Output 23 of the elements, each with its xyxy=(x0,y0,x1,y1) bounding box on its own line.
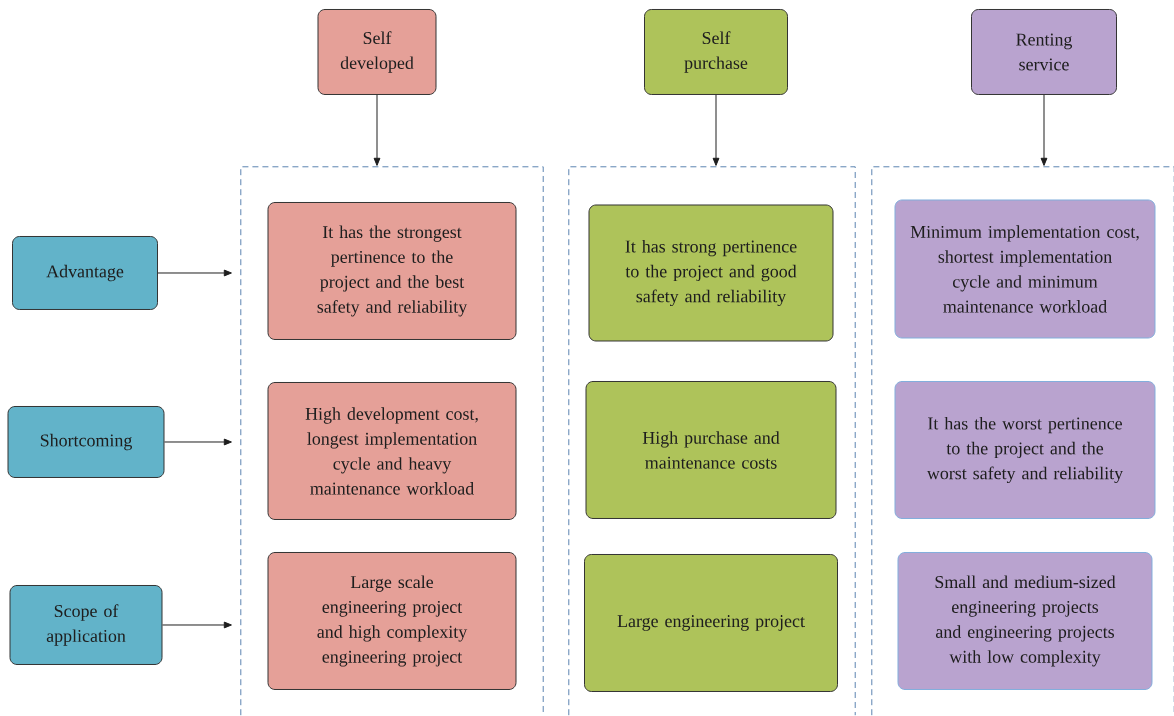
arrow xyxy=(712,94,720,166)
content-box: High development cost, longest implementation cycle and heavy maintenance workload xyxy=(267,382,517,520)
header-box: Self purchase xyxy=(644,9,788,95)
row-label-box: Advantage xyxy=(12,236,158,310)
content-box: It has the worst pertinence to the project and the worst safety and reliability xyxy=(894,381,1156,519)
row-label-box: Shortcoming xyxy=(7,406,165,478)
header-box: Self developed xyxy=(317,9,437,95)
arrow xyxy=(1040,94,1048,166)
content-box: Small and medium-sized engineering projects and engineering projects with low complexity xyxy=(897,552,1153,690)
header-box: Renting service xyxy=(971,9,1117,95)
dashed-frame xyxy=(568,166,856,716)
content-box: Large engineering project xyxy=(584,554,838,692)
content-box: Large scale engineering project and high complexity engineering project xyxy=(267,552,517,690)
arrow xyxy=(157,269,232,277)
content-box: High purchase and maintenance costs xyxy=(585,381,837,519)
arrow xyxy=(164,438,232,446)
content-box: Minimum implementation cost, shortest implementation cycle and minimum maintenance workload xyxy=(894,199,1156,339)
content-box: It has the strongest pertinence to the project and the best safety and reliability xyxy=(267,202,517,340)
content-box: It has strong pertinence to the project and good safety and reliability xyxy=(588,204,834,342)
row-label-box: Scope of application xyxy=(9,585,163,665)
dashed-frame xyxy=(240,166,544,716)
arrow xyxy=(373,94,381,166)
arrow xyxy=(162,621,232,629)
